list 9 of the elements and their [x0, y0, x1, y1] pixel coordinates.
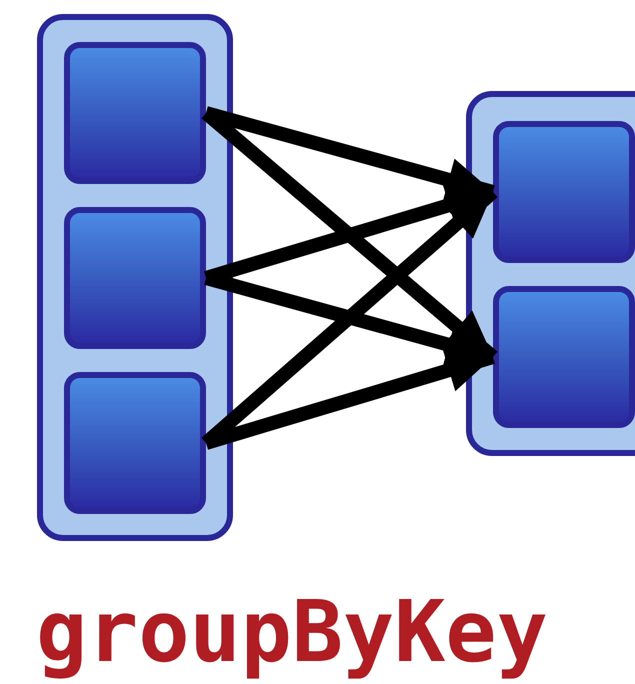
- group-panel: [37, 14, 233, 541]
- arrow: [204, 106, 495, 201]
- item-box: [493, 286, 635, 428]
- item-box: [64, 372, 206, 514]
- item-box: [64, 42, 206, 184]
- item-box: [64, 207, 206, 349]
- item-box: [493, 121, 635, 263]
- group-panel: [466, 91, 635, 456]
- arrow: [204, 349, 495, 450]
